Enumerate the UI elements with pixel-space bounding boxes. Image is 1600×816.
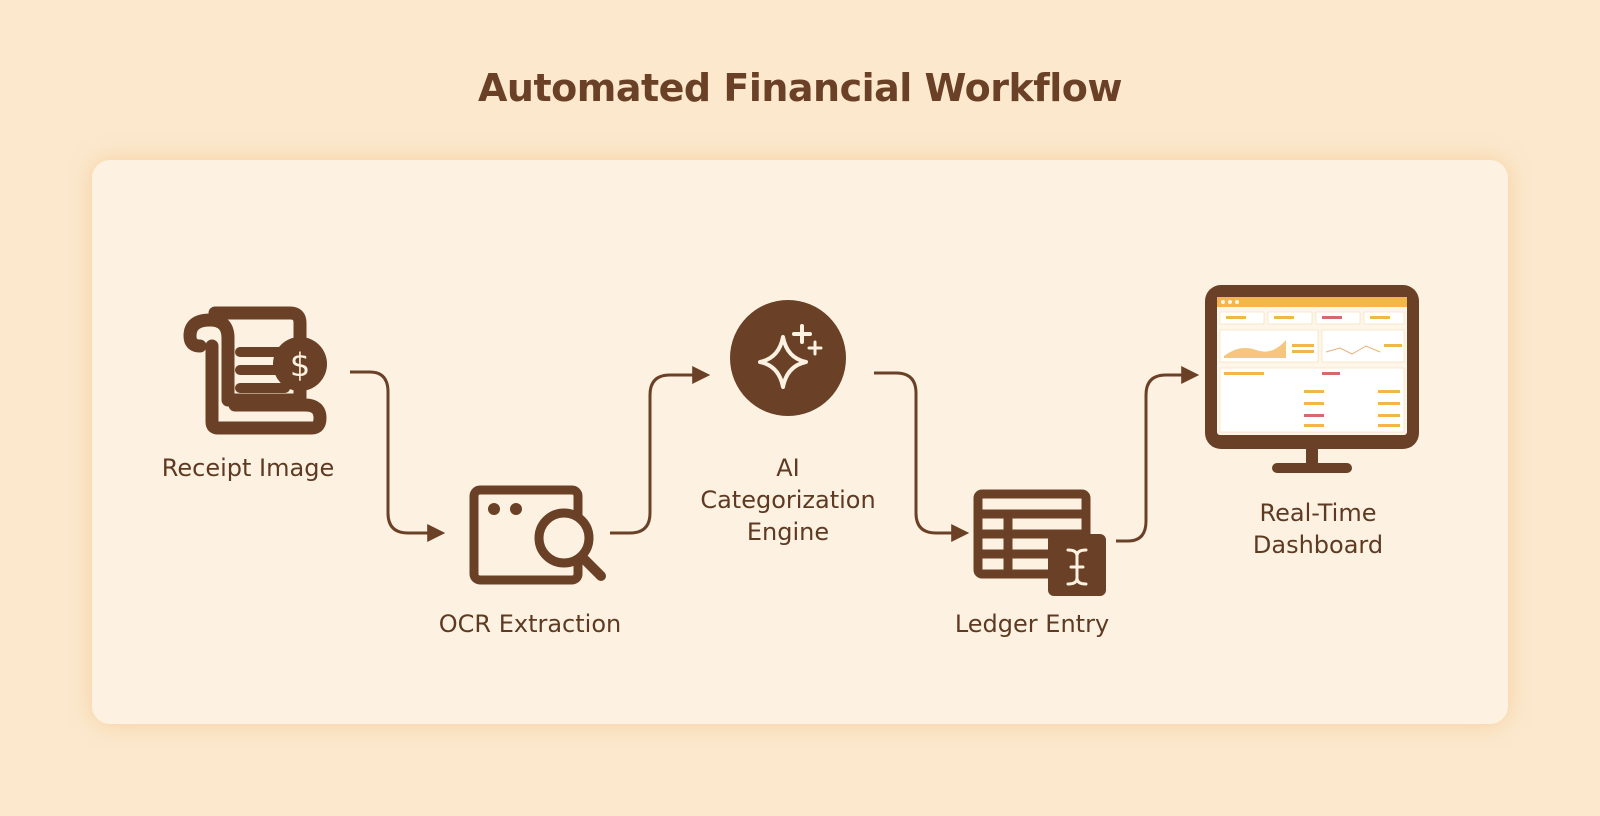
step-label-real-time-dashboard: Real-Time Dashboard: [1208, 497, 1428, 561]
step-label-ai-categorization-engine: AI Categorization Engine: [678, 452, 898, 548]
step-label-ocr-extraction: OCR Extraction: [420, 608, 640, 640]
connector-receipt-to-ocr: [350, 372, 438, 533]
step-label-ledger-entry: Ledger Entry: [922, 608, 1142, 640]
ledger-table-cursor-icon: [978, 494, 1106, 596]
svg-text:$: $: [290, 346, 310, 384]
ocr-window-search-icon: [474, 490, 601, 580]
connector-ledger-to-dashboard: [1116, 375, 1192, 541]
monitor-dashboard-icon: [1205, 285, 1419, 473]
receipt-dollar-icon: $: [190, 313, 327, 428]
ai-sparkle-icon: [730, 300, 846, 416]
step-label-receipt-image: Receipt Image: [148, 452, 348, 484]
